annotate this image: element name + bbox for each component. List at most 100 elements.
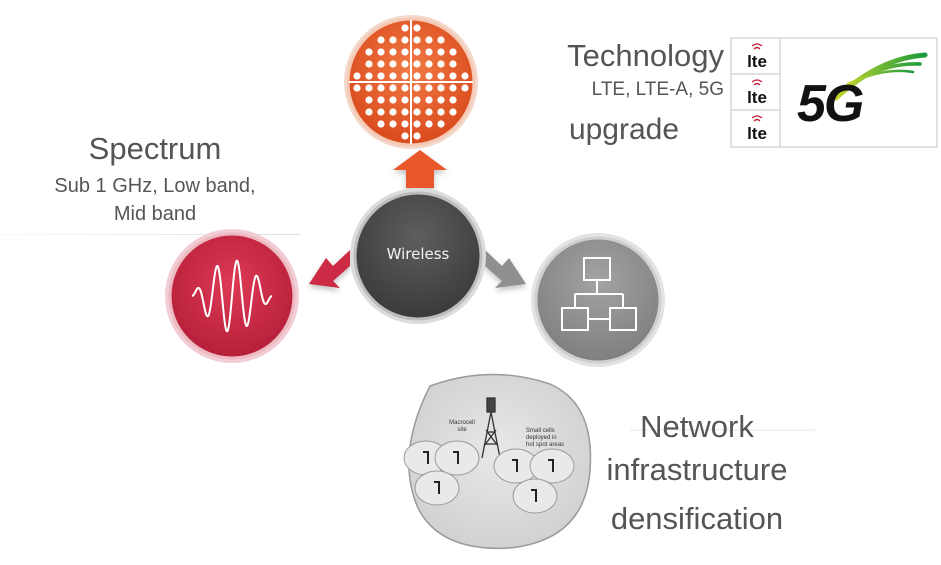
antenna-element-dot <box>389 96 397 104</box>
antenna-element-dot <box>389 84 397 92</box>
macrocell-label-line1: Macrocell <box>449 420 475 426</box>
antenna-element-dot <box>413 96 421 104</box>
antenna-element-dot <box>401 108 409 116</box>
antenna-element-dot <box>377 72 385 80</box>
antenna-element-dot <box>401 48 409 56</box>
antenna-element-dot <box>401 120 409 128</box>
network-line1: Network <box>640 409 754 444</box>
spectrum-line1: Sub 1 GHz, Low band, <box>54 175 256 197</box>
macrocell-label: Macrocell site <box>440 420 484 434</box>
lte-logo-3: lte <box>747 124 767 143</box>
antenna-element-dot <box>401 24 409 32</box>
antenna-element-dot <box>401 132 409 140</box>
antenna-element-dot <box>449 60 457 68</box>
network-densification-illustration <box>403 373 592 550</box>
antenna-element-dot <box>437 84 445 92</box>
antenna-element-dot <box>437 48 445 56</box>
antenna-element-dot <box>389 60 397 68</box>
antenna-element-dot <box>389 36 397 44</box>
smallcell-label: Small cells deployed in hot spot areas <box>526 428 576 449</box>
antenna-element-dot <box>425 48 433 56</box>
antenna-element-dot <box>401 36 409 44</box>
wireless-hub <box>350 188 486 324</box>
antenna-element-dot <box>377 96 385 104</box>
antenna-element-dot <box>425 108 433 116</box>
center-label: Wireless <box>386 245 450 263</box>
antenna-element-dot <box>365 48 373 56</box>
network-line3: densification <box>610 501 784 536</box>
antenna-element-dot <box>365 108 373 116</box>
arrow-up-icon <box>393 150 447 188</box>
antenna-element-dot <box>413 60 421 68</box>
antenna-element-dot <box>365 84 373 92</box>
antenna-element-dot <box>353 84 361 92</box>
antenna-element-dot <box>425 96 433 104</box>
technology-title: Technology <box>567 38 724 73</box>
antenna-element-dot <box>425 36 433 44</box>
antenna-array-icon <box>344 15 478 149</box>
arrow-right-icon <box>485 250 526 288</box>
antenna-element-dot <box>377 108 385 116</box>
antenna-element-dot <box>437 60 445 68</box>
antenna-element-dot <box>461 72 469 80</box>
antenna-element-dot <box>449 108 457 116</box>
macrocell-label-line2: site <box>457 427 467 433</box>
antenna-element-dot <box>389 72 397 80</box>
antenna-element-dot <box>437 108 445 116</box>
smallcell-label-line1: Small cells <box>526 428 555 434</box>
antenna-element-dot <box>389 108 397 116</box>
antenna-element-dot <box>413 24 421 32</box>
sine-wave-icon <box>165 229 299 363</box>
lte-logo-2: lte <box>747 88 767 107</box>
small-cell-antenna-icons <box>423 451 554 502</box>
antenna-element-dot <box>461 84 469 92</box>
antenna-element-dot <box>449 84 457 92</box>
antenna-element-dot <box>365 96 373 104</box>
antenna-element-dot <box>437 96 445 104</box>
antenna-element-dot <box>365 72 373 80</box>
antenna-element-dot <box>353 72 361 80</box>
antenna-element-dot <box>401 60 409 68</box>
antenna-element-dot <box>413 120 421 128</box>
antenna-element-dot <box>437 36 445 44</box>
antenna-element-dot <box>449 96 457 104</box>
smallcell-label-line2: deployed in <box>526 435 557 441</box>
technology-line2: upgrade <box>568 113 680 146</box>
antenna-element-dot <box>413 132 421 140</box>
spectrum-title: Spectrum <box>88 131 222 166</box>
antenna-element-dot <box>389 48 397 56</box>
antenna-element-dot <box>377 48 385 56</box>
antenna-element-dot <box>401 72 409 80</box>
lte-logo-1: lte <box>747 52 767 71</box>
spectrum-divider <box>0 234 300 235</box>
5g-swoosh-icon <box>833 52 928 101</box>
spectrum-line2: Mid band <box>113 203 197 225</box>
antenna-element-dot <box>413 84 421 92</box>
network-topology-icon <box>531 233 665 367</box>
antenna-element-dot <box>401 84 409 92</box>
antenna-element-dot <box>377 60 385 68</box>
technology-logos <box>730 37 938 148</box>
antenna-element-dot <box>377 36 385 44</box>
antenna-element-dot <box>425 72 433 80</box>
5g-logo: 5G <box>797 75 864 133</box>
antenna-element-dot <box>413 36 421 44</box>
arrow-left-icon <box>309 250 350 288</box>
antenna-element-dot <box>425 60 433 68</box>
antenna-element-dot <box>401 96 409 104</box>
antenna-element-dot <box>377 120 385 128</box>
tower-icon <box>481 397 501 459</box>
antenna-element-dot <box>437 120 445 128</box>
antenna-element-dot <box>425 84 433 92</box>
technology-line1: LTE, LTE-A, 5G <box>591 79 724 100</box>
smallcell-label-line3: hot spot areas <box>526 442 565 448</box>
antenna-element-dot <box>413 72 421 80</box>
lte-signal-icons <box>751 43 763 122</box>
antenna-element-dot <box>425 120 433 128</box>
antenna-element-dot <box>449 72 457 80</box>
antenna-element-dot <box>365 60 373 68</box>
antenna-element-dot <box>437 72 445 80</box>
network-line2: infrastructure <box>606 452 788 487</box>
antenna-element-dot <box>413 48 421 56</box>
